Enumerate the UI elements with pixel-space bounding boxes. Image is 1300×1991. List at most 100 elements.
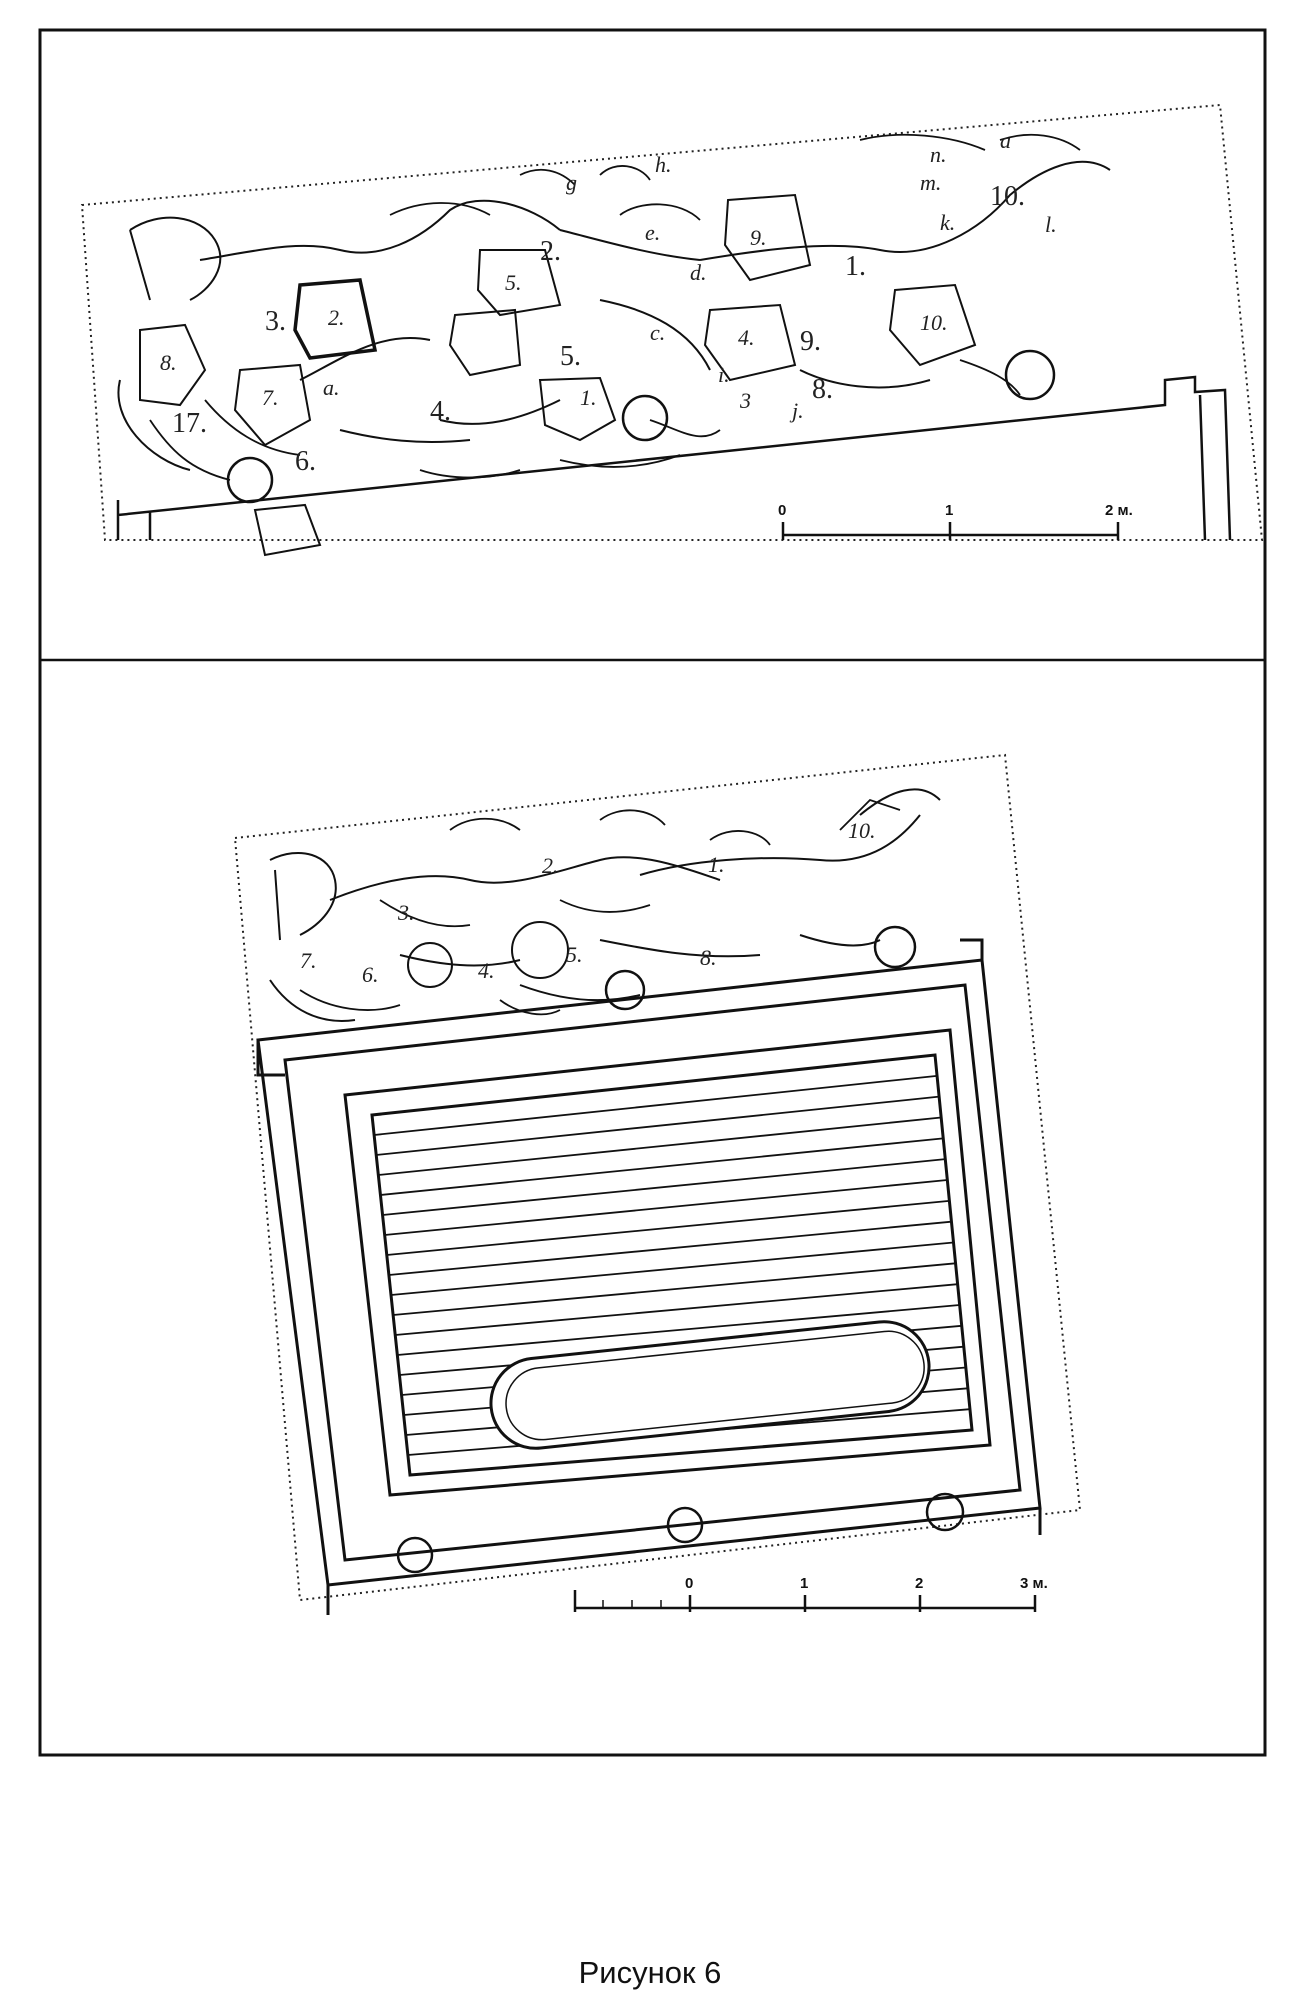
scale-label: 2 м.	[1105, 502, 1133, 519]
plan-label: k.	[940, 210, 955, 235]
post-circle	[925, 1492, 965, 1532]
floor-plank	[395, 1283, 958, 1336]
plan-label: j.	[789, 398, 804, 423]
outer-frame	[38, 28, 1267, 1757]
plan-label: 1.	[580, 385, 597, 410]
log-ends	[256, 938, 1042, 1615]
coffin-lid	[505, 1330, 925, 1441]
plan-label: a	[1000, 128, 1011, 153]
plan-label: 8.	[700, 945, 717, 970]
stone-outline	[723, 193, 812, 282]
plan-label: 1.	[708, 852, 725, 877]
plan-label: 8.	[812, 374, 833, 405]
coffin	[489, 1320, 931, 1450]
stone-outline	[293, 278, 378, 360]
post-circle	[396, 1536, 434, 1574]
outer-log-frame-inner	[283, 983, 1022, 1562]
stone-outline	[703, 303, 797, 382]
scale-label: 1	[800, 1575, 808, 1592]
floor-plank	[390, 1241, 954, 1296]
horse-figure	[299, 798, 901, 1016]
plan-label: d.	[690, 260, 707, 285]
top-chamber-wall	[116, 375, 1232, 541]
plan-label: 10.	[920, 310, 948, 335]
stone-outline	[538, 376, 617, 442]
bottom-excavation-outline	[233, 753, 1082, 1602]
post-circle	[666, 1506, 704, 1544]
top-excavation-outline	[80, 103, 1264, 541]
plan-label: 10.	[848, 818, 876, 843]
plan-label: m.	[920, 170, 941, 195]
plan-label: i.	[718, 362, 730, 387]
plan-label: 3	[739, 388, 751, 413]
floor-plank	[384, 1179, 948, 1236]
floor-plank	[376, 1095, 940, 1156]
bottom-scale-bar: 0 1 2 3 м.	[573, 1575, 1048, 1612]
stone-outline	[888, 283, 977, 367]
stone-outline	[448, 308, 522, 377]
plan-label: 5.	[505, 270, 522, 295]
plan-label: 5.	[560, 341, 581, 372]
floor-plank	[388, 1220, 952, 1276]
post-circle	[873, 925, 917, 969]
plan-label: 4.	[478, 958, 495, 983]
plan-label: 4.	[430, 396, 451, 427]
horse-figure	[117, 160, 1111, 471]
scale-label: 0	[778, 502, 786, 519]
plan-label: e.	[645, 220, 660, 245]
plan-label: 8.	[160, 350, 177, 375]
plan-label: 6.	[362, 962, 379, 987]
plan-label: n.	[930, 142, 947, 167]
post-circle	[621, 394, 669, 442]
floor-plank	[386, 1199, 950, 1256]
stone-outline	[233, 363, 312, 447]
scale-label: 2	[915, 1575, 923, 1592]
stone-outline	[476, 249, 562, 317]
plan-label: 17.	[172, 408, 207, 439]
post-circle	[1004, 349, 1056, 401]
figure-head-circle	[511, 921, 569, 979]
post-circle	[604, 969, 646, 1011]
plan-label: 3.	[397, 900, 415, 925]
bottom-plan: 1. 2. 3. 4. 5. 6. 7. 8. 10. 0 1 2 3 м.	[233, 753, 1082, 1615]
figure-caption: Рисунок 6	[578, 1955, 722, 1990]
stone-outline	[139, 323, 207, 407]
plan-label: 7.	[300, 948, 317, 973]
inner-chamber-frame	[343, 1028, 992, 1497]
plan-label: 5.	[566, 942, 583, 967]
plan-label: 9.	[750, 225, 767, 250]
plan-label: c.	[650, 320, 665, 345]
plan-label: 3.	[265, 306, 286, 337]
plan-label: h.	[655, 152, 672, 177]
floor-plank	[397, 1304, 960, 1356]
plan-label: 10.	[990, 181, 1025, 212]
plan-label: 9.	[800, 326, 821, 357]
floor-plank	[378, 1116, 942, 1176]
stone-outline	[253, 503, 322, 557]
scale-label: 1	[945, 502, 953, 519]
floor-plank	[393, 1262, 956, 1316]
floor-plank	[380, 1137, 944, 1196]
scale-label: 0	[685, 1575, 693, 1592]
outer-log-frame	[256, 958, 1042, 1587]
plan-label: 2.	[542, 853, 559, 878]
floor-plank	[382, 1158, 946, 1216]
plan-label: l.	[1045, 212, 1057, 237]
plan-label: 6.	[295, 446, 316, 477]
top-scale-bar: 0 1 2 м.	[778, 502, 1133, 540]
plan-label: g	[566, 170, 577, 195]
horse-figure	[269, 788, 941, 1022]
plan-label: 1.	[845, 251, 866, 282]
top-plan: 1. 2. 2. 3. 4. 5. 5. 6. 7. 8. 8. 9. 9. 1…	[80, 103, 1264, 557]
plan-label: a.	[323, 375, 340, 400]
plan-label: 2.	[540, 236, 561, 267]
plan-label: 2.	[328, 305, 345, 330]
plan-label: 7.	[262, 385, 279, 410]
plan-label: 4.	[738, 325, 755, 350]
horse-figure	[149, 133, 1081, 481]
floor-plank	[374, 1074, 938, 1136]
scale-label: 3 м.	[1020, 1575, 1048, 1592]
figure-head-circle	[407, 942, 453, 988]
post-circle	[226, 456, 274, 504]
